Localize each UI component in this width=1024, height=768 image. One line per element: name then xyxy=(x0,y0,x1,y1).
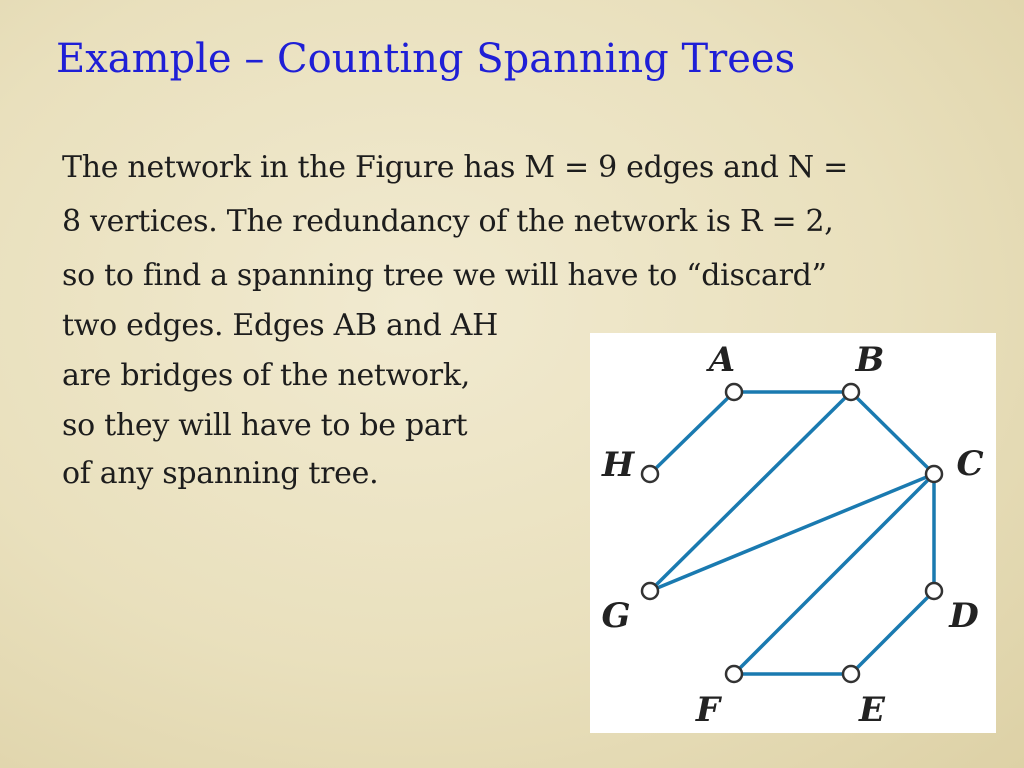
vertex-label-b: B xyxy=(855,340,885,380)
edge-de xyxy=(849,589,936,676)
vertex-label-g: G xyxy=(601,596,630,636)
vertex-label-c: C xyxy=(956,444,983,484)
vertex-e xyxy=(841,664,861,684)
body-line-5: are bridges of the network, xyxy=(62,358,470,393)
vertex-g xyxy=(640,581,660,601)
vertex-f xyxy=(724,664,744,684)
network-graph: A B C D E F G H xyxy=(601,340,984,730)
vertex-a xyxy=(724,382,744,402)
edge-ha xyxy=(648,390,736,476)
vertex-label-e: E xyxy=(858,690,886,730)
vertex-h xyxy=(640,464,660,484)
vertex-d xyxy=(924,581,944,601)
body-line-6: so they will have to be part xyxy=(62,408,468,443)
vertex-label-a: A xyxy=(706,340,735,380)
vertex-b xyxy=(841,382,861,402)
body-line-3: so to find a spanning tree we will have … xyxy=(62,258,827,293)
slide-title: Example – Counting Spanning Trees xyxy=(56,36,796,82)
body-line-1: The network in the Figure has M = 9 edge… xyxy=(62,150,848,185)
vertex-label-f: F xyxy=(695,690,723,730)
vertex-c xyxy=(924,464,944,484)
body-line-7: of any spanning tree. xyxy=(62,456,379,491)
edge-cf xyxy=(732,472,936,676)
edge-bg xyxy=(648,390,853,593)
edge-cg xyxy=(649,472,935,593)
vertex-label-d: D xyxy=(948,596,979,636)
body-line-4: two edges. Edges AB and AH xyxy=(62,308,498,343)
edge-bc xyxy=(849,390,936,476)
body-line-2: 8 vertices. The redundancy of the networ… xyxy=(62,204,834,239)
vertex-label-h: H xyxy=(601,445,636,485)
network-figure: A B C D E F G H xyxy=(590,333,996,733)
